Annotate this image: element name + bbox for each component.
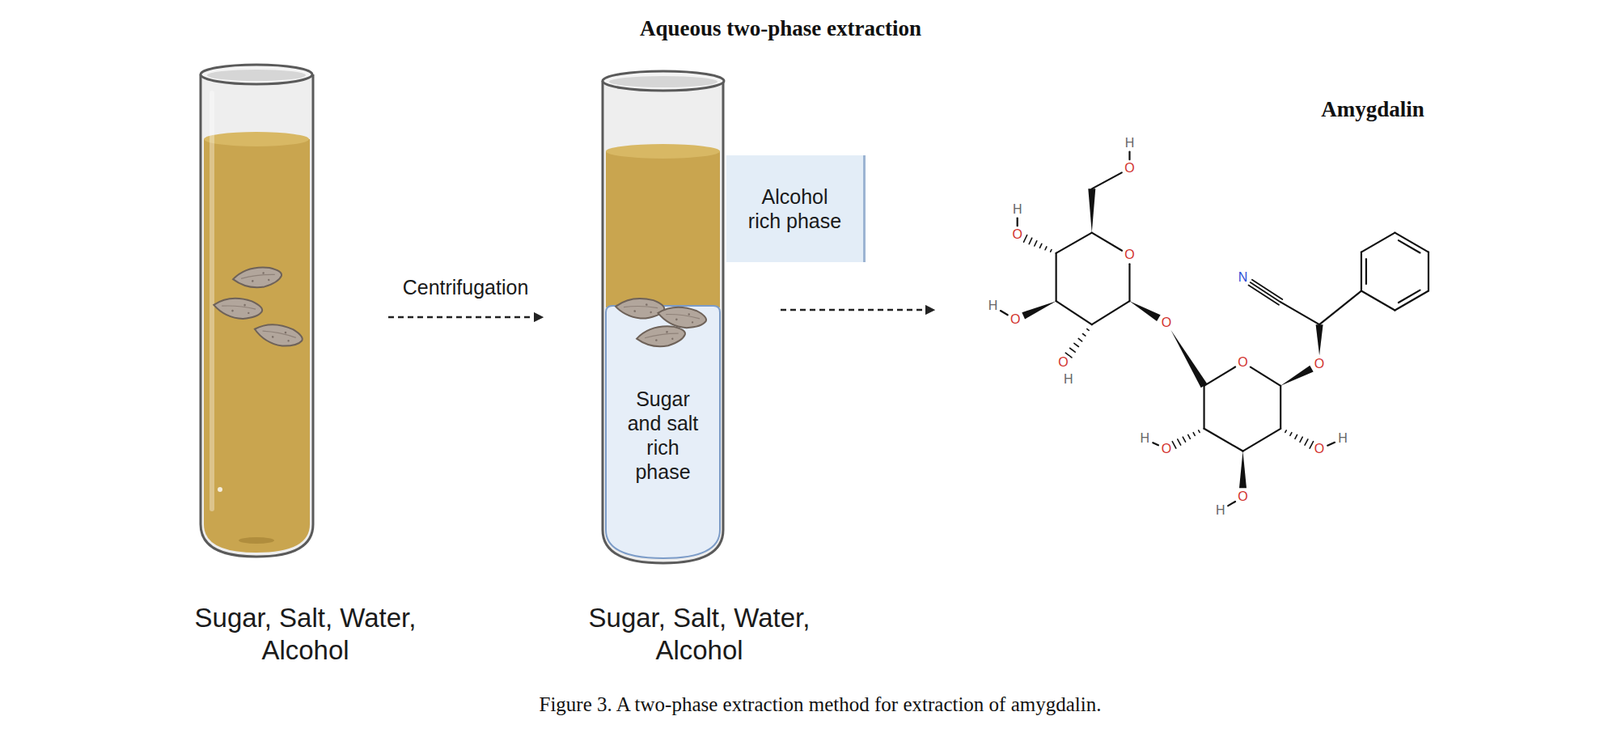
bond-line [1152,442,1159,445]
bond-line [1304,439,1308,445]
phase-label: Alcohol rich phase [746,184,844,233]
wedge-bond [1129,300,1160,322]
bond-line [1365,258,1368,284]
bond-line [1182,436,1186,442]
wedge-bond [1316,324,1324,356]
phase-label: Sugar and salt rich phase [620,386,706,484]
bond-line [1087,329,1089,331]
molecule-structure: Amygdalin [942,88,1461,526]
bond-line [1295,434,1298,439]
atom-label: H [1139,431,1152,445]
bond-line [1193,432,1195,436]
dashed-arrow [388,316,543,319]
atom-label: O [1123,248,1135,262]
bond-line [1056,300,1093,325]
molecule-bonds [1000,152,1429,507]
phase-callout: Alcohol rich phase [726,155,866,263]
wedge-bond [1087,188,1096,233]
bond-line [1427,252,1430,292]
bond-line [1056,232,1093,254]
bond-line [1361,232,1396,253]
bond-line [1242,428,1281,452]
test-tube [200,64,314,557]
bond-line [1092,172,1122,189]
bond-line [1280,301,1320,325]
atom-label: H [1337,431,1349,445]
bond-line [1092,300,1131,325]
atom-label: O [1236,355,1249,369]
atom-label: H [1214,503,1227,517]
atom-label: O [1057,355,1069,369]
structure-name: Amygdalin [1320,97,1425,123]
atom-label: O [1160,316,1173,330]
bond-line [1398,240,1421,253]
atom-label: H [1011,203,1024,216]
atom-label: O [1123,161,1135,175]
bond-line [1083,333,1086,336]
wedge-bond [1021,300,1056,319]
bond-line [1016,218,1019,227]
bond-line [1319,291,1362,326]
dashed-arrow [780,308,935,312]
bond-line [1398,290,1421,303]
bond-line [1285,430,1287,433]
bond-line [1198,430,1200,433]
figure-caption: Figure 3. A two-phase extraction method … [539,693,1102,716]
atom-label: O [1009,313,1021,326]
atom-label: O [1313,442,1325,456]
atom-label: O [1236,490,1249,504]
test-tube: Sugar, Salt, Water, AlcoholSugar and sal… [601,69,725,563]
bond-line [1028,237,1033,244]
bond-line [1000,310,1008,315]
bond-line [1055,253,1058,301]
bond-line [1074,342,1080,347]
tube-label: Sugar, Salt, Water, Alcohol [160,601,452,666]
figure-title: Aqueous two-phase extraction [639,16,922,42]
bond-line [1128,263,1131,301]
bond-line [1172,441,1177,449]
bond-line [1360,252,1363,292]
atom-label: O [1160,442,1173,456]
atom-label: N [1237,270,1249,284]
bond-line [1128,152,1131,161]
bond-line [1252,279,1283,300]
bond-line [1204,428,1244,452]
tube-label: Sugar, Salt, Water, Alcohol [554,601,846,666]
bond-line [1078,338,1082,341]
bond-line [1394,291,1429,311]
bond-line [1177,439,1181,445]
atom-label: O [1011,228,1023,242]
phase-region: Sugar and salt rich phase [605,305,720,557]
bond-line [1070,347,1076,352]
atom-label: H [1062,372,1075,386]
bond-line [1290,432,1292,436]
wedge-bond [1280,365,1313,386]
atom-label: O [1313,357,1325,371]
bond-line [1227,501,1236,506]
bond-line [1250,282,1281,302]
wedge-bond [1239,451,1247,489]
atom-label: H [1124,136,1136,150]
bond-line [1204,367,1236,386]
bond-line [1050,249,1052,253]
bond-line [1394,232,1429,253]
test-tube: Sugar, Salt, Water, Alcohol [198,61,315,557]
bond-line [1250,367,1281,386]
bond-line [1188,434,1191,439]
test-tube [602,71,724,563]
bond-line [1279,385,1282,429]
bond-line [1361,291,1396,311]
bond-line [1024,235,1028,243]
bond-line [1299,436,1303,442]
arrow-label: Centrifugation [402,275,530,300]
bond-line [1202,385,1205,429]
bond-line [1327,442,1335,446]
bond-line [1034,241,1038,246]
bond-line [1092,232,1122,251]
bond-line [1045,246,1047,250]
atom-label: H [987,299,999,313]
wedge-bond [1171,330,1208,388]
bond-line [1039,243,1042,248]
